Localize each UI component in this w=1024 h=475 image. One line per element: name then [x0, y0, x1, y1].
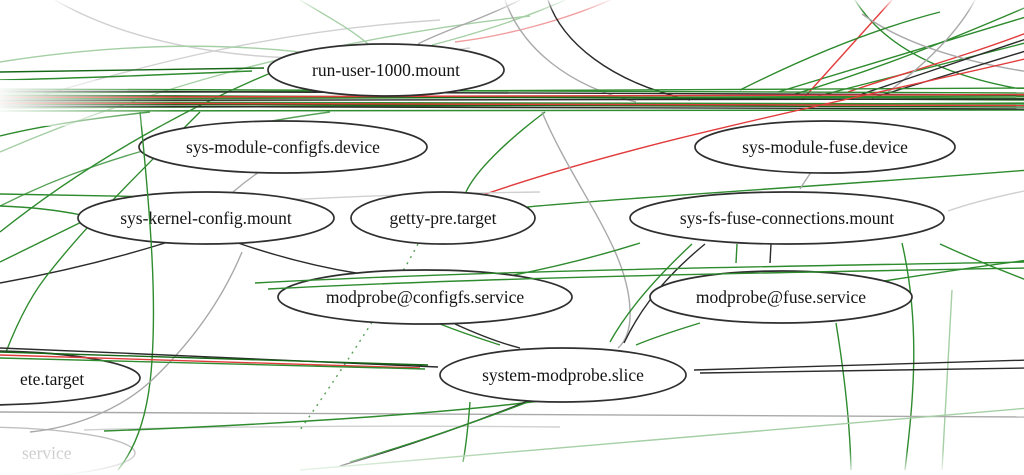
edge-path: [871, 50, 1024, 99]
node-ellipse: [629, 191, 945, 245]
edge-path: [547, 0, 691, 101]
node-label: modprobe@fuse.service: [696, 287, 866, 307]
edge-path: [861, 38, 1024, 95]
edge-path: [0, 15, 531, 153]
edge-path: [465, 111, 546, 193]
node-sys-module-configfs-device: sys-module-configfs.device: [138, 120, 428, 174]
edge-path: [454, 323, 521, 349]
edge-path: [941, 289, 953, 471]
edge-path: [801, 0, 893, 101]
edge-path: [541, 111, 631, 349]
edge-path: [254, 261, 1024, 284]
edge-layer-over: [0, 111, 1024, 471]
node-label: sys-module-fuse.device: [742, 137, 908, 157]
node-ellipse: [0, 350, 141, 406]
edge-path: [479, 58, 1024, 197]
edge-path: [439, 323, 501, 346]
edge-path: [0, 242, 166, 284]
node-label: sys-kernel-config.mount: [120, 208, 292, 228]
node-label: getty-pre.target: [389, 208, 496, 228]
node-label: system-modprobe.slice: [482, 365, 644, 385]
node-modprobe-fuse-service: modprobe@fuse.service: [649, 270, 913, 324]
node-run-user-1000-mount: run-user-1000.mount: [267, 43, 505, 97]
node-label: sys-fs-fuse-connections.mount: [680, 208, 894, 228]
edge-path: [0, 45, 331, 63]
edge-path: [0, 347, 439, 368]
node-ellipse: [439, 347, 687, 403]
edge-path: [0, 351, 429, 366]
node-label: modprobe@configfs.service: [326, 287, 525, 307]
edge-path: [693, 359, 1024, 371]
edge-path: [699, 367, 1024, 374]
node-ellipse: [267, 43, 505, 97]
edge-path: [526, 169, 1024, 208]
fade-overlay: [0, 450, 1024, 475]
node-ellipse: [694, 120, 956, 174]
node-modprobe-configfs-service: modprobe@configfs.service: [277, 269, 573, 325]
edge-path: [901, 242, 915, 471]
edge-path: [735, 243, 738, 264]
edge-path: [739, 11, 941, 91]
edge-path: [0, 411, 1024, 418]
edge-path: [0, 354, 421, 369]
node-ellipse: [350, 191, 536, 245]
edge-path: [635, 322, 701, 346]
edge-path: [267, 267, 1024, 290]
node-label: run-user-1000.mount: [312, 60, 460, 80]
edge-path: [861, 13, 1024, 72]
node-ellipse: [138, 120, 428, 174]
edge-path: [83, 425, 561, 431]
edge-path: [817, 42, 1024, 97]
fade-overlay: [0, 80, 175, 126]
fade-overlay: [0, 0, 1024, 12]
node-sys-fs-fuse-connections-mount: sys-fs-fuse-connections.mount: [629, 191, 945, 245]
edge-path: [769, 243, 772, 264]
node-ellipse: [277, 269, 573, 325]
edge-path: [29, 251, 243, 433]
edge-path: [0, 70, 253, 81]
node-sys-kernel-config-mount: sys-kernel-config.mount: [77, 191, 335, 245]
edge-path: [847, 33, 1024, 93]
node-ellipse: [649, 270, 913, 324]
node-system-modprobe-slice: system-modprobe.slice: [439, 347, 687, 403]
edge-path: [0, 67, 265, 73]
node-sys-module-fuse-device: sys-module-fuse.device: [694, 120, 956, 174]
node-getty-pre-target: getty-pre.target: [350, 191, 536, 245]
edge-path: [623, 243, 706, 344]
node-label: ete.target: [20, 369, 84, 389]
edge-path: [103, 400, 541, 432]
edge-path: [835, 322, 852, 471]
edge-path: [947, 190, 1024, 212]
node-ete-target-partial: ete.target: [0, 350, 141, 406]
edge-path: [237, 242, 357, 274]
node-ellipse: [77, 191, 335, 245]
edge-path: [609, 243, 693, 343]
edge-path: [854, 0, 1016, 89]
edge-path: [117, 111, 155, 471]
edge-path: [0, 357, 426, 370]
edge-path: [939, 243, 1024, 280]
node-label: sys-module-configfs.device: [186, 137, 380, 157]
